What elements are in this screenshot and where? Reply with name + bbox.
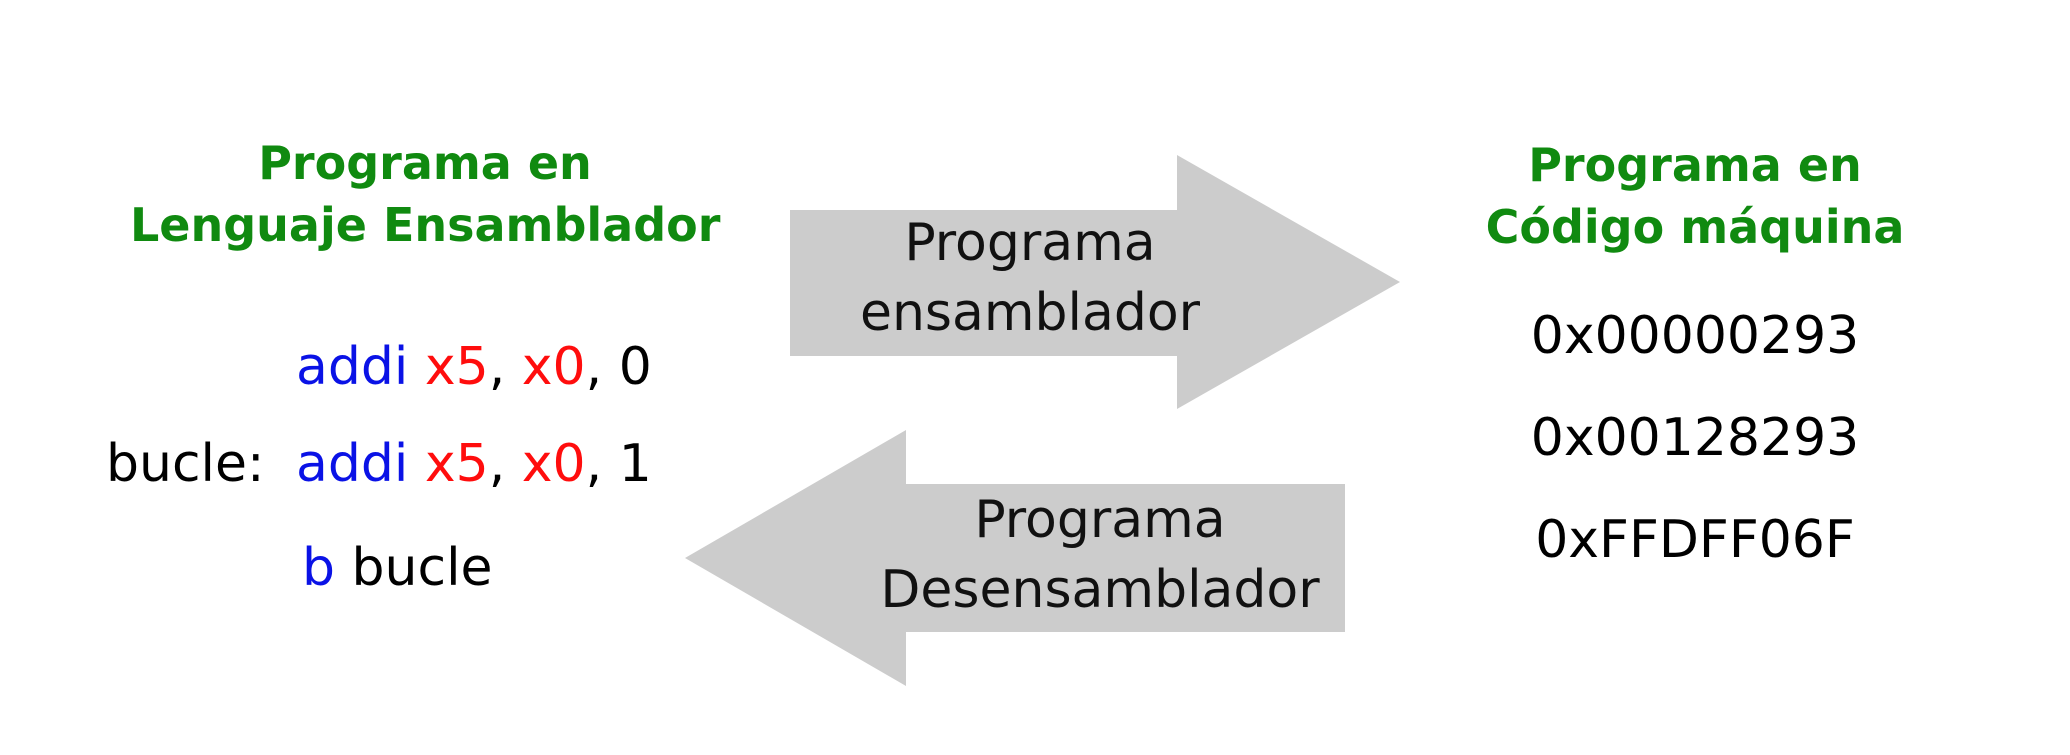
assembler-arrow-label: Programa ensamblador — [790, 208, 1270, 348]
asm-line-2-op: addi — [296, 434, 409, 494]
machine-code-2: 0x00128293 — [1530, 408, 1860, 468]
disassembler-arrow — [685, 430, 1345, 686]
disassembler-label-line1: Programa — [974, 490, 1226, 550]
asm-line-2: addi x5, x0, 1 — [296, 434, 652, 494]
assembler-label-line1: Programa — [904, 213, 1156, 273]
assembler-label-line2: ensamblador — [859, 283, 1201, 343]
disassembler-label-line2: Desensamblador — [880, 560, 1320, 620]
assembly-heading-line1: Programa en — [258, 136, 592, 190]
assembler-arrow — [790, 155, 1400, 409]
machine-code-heading: Programa en Código máquina — [1470, 134, 1920, 258]
asm-line-1-imm: , 0 — [585, 337, 652, 397]
asm-line-1: addi x5, x0, 0 — [296, 337, 652, 397]
asm-line-2-imm: , 1 — [585, 434, 652, 494]
machine-heading-line1: Programa en — [1528, 138, 1862, 192]
disassembler-arrow-label: Programa Desensamblador — [860, 485, 1340, 625]
asm-line-3-op: b — [302, 538, 336, 598]
asm-line-3: b bucle — [302, 538, 493, 598]
asm-line-1-reg1: x5 — [424, 337, 489, 397]
bucle-label: bucle: — [106, 434, 265, 494]
asm-line-2-reg1: x5 — [424, 434, 489, 494]
asm-line-2-sep: , — [488, 434, 522, 494]
assembly-program-heading: Programa en Lenguaje Ensamblador — [130, 132, 720, 256]
asm-line-1-reg2: x0 — [521, 337, 586, 397]
asm-line-1-sep: , — [488, 337, 522, 397]
asm-line-3-target: bucle — [335, 538, 493, 598]
machine-code-3: 0xFFDFF06F — [1535, 510, 1855, 570]
machine-heading-line2: Código máquina — [1485, 200, 1905, 254]
assembly-heading-line2: Lenguaje Ensamblador — [130, 198, 721, 252]
asm-line-2-reg2: x0 — [521, 434, 586, 494]
machine-code-1: 0x00000293 — [1530, 306, 1860, 366]
asm-line-1-op: addi — [296, 337, 409, 397]
